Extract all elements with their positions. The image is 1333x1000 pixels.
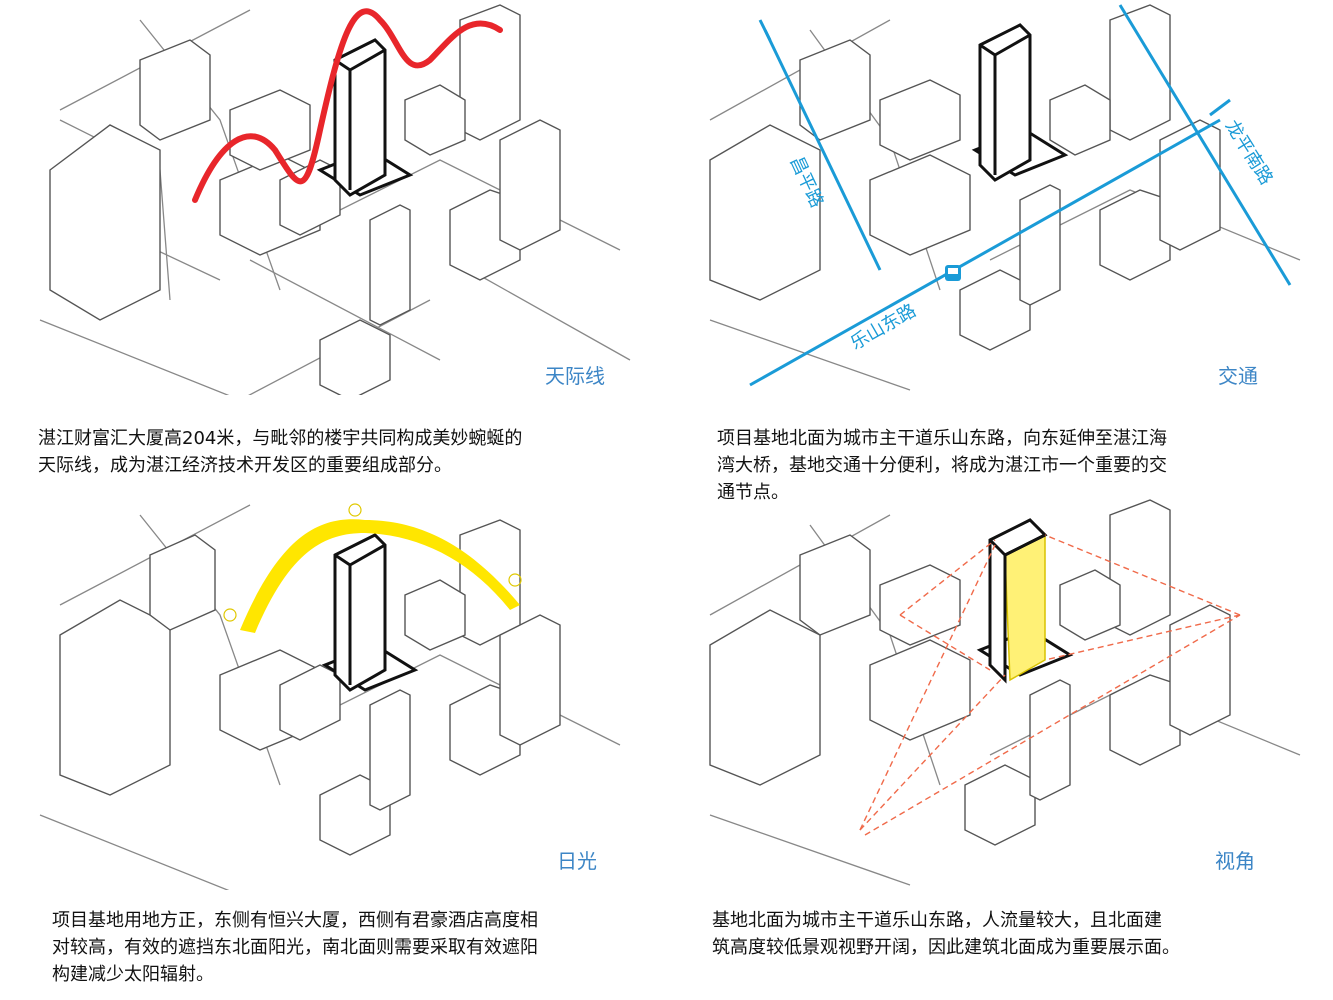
view-description: 基地北面为城市主干道乐山东路，人流量较大，且北面建 筑高度较低景观视野开阔，因此… — [712, 910, 1180, 958]
skyline-description: 湛江财富汇大厦高204米，与毗邻的楼宇共同构成美妙蜿蜒的 天际线，成为湛江经济技… — [38, 428, 523, 476]
traffic-panel: 昌平路 乐山东路 龙平南路 交通 — [690, 0, 1330, 395]
roads — [749, 4, 1292, 387]
tower — [976, 518, 1074, 684]
longping-south-road — [1118, 4, 1292, 286]
skyline-curve — [192, 8, 503, 203]
panel-tag: 天际线 — [545, 364, 605, 388]
skyline-panel: 天际线 — [20, 0, 660, 395]
sun-icon — [223, 503, 522, 622]
tower — [316, 38, 414, 197]
sunlight-diagram — [39, 503, 621, 890]
tower — [321, 533, 419, 692]
tower — [971, 23, 1069, 182]
panel-tag: 视角 — [1215, 849, 1255, 873]
traffic-diagram: 昌平路 乐山东路 龙平南路 — [709, 4, 1301, 391]
panel-tag: 日光 — [557, 849, 597, 873]
sunlight-panel: 日光 — [20, 495, 660, 890]
traffic-description: 项目基地北面为城市主干道乐山东路，向东延伸至湛江海 湾大桥，基地交通十分便利，将… — [717, 428, 1167, 503]
road-label-longping: 龙平南路 — [1221, 117, 1277, 189]
site-base-drawing — [709, 499, 1301, 886]
panel-tag: 交通 — [1218, 364, 1258, 388]
view-diagram — [709, 499, 1301, 886]
sunlight-description: 项目基地用地方正，东侧有恒兴大厦，西侧有君豪酒店高度相 对较高，有效的遮挡东北面… — [52, 910, 538, 985]
view-panel: 视角 — [690, 495, 1330, 890]
site-base-drawing — [709, 4, 1301, 391]
leshan-east-road — [749, 118, 1221, 387]
bus-stop-icon — [945, 265, 961, 281]
sun-path-arc — [240, 519, 520, 633]
site-base-drawing — [39, 504, 621, 890]
skyline-diagram — [39, 4, 631, 395]
changping-road — [763, 29, 882, 271]
sightlines — [859, 534, 1241, 836]
